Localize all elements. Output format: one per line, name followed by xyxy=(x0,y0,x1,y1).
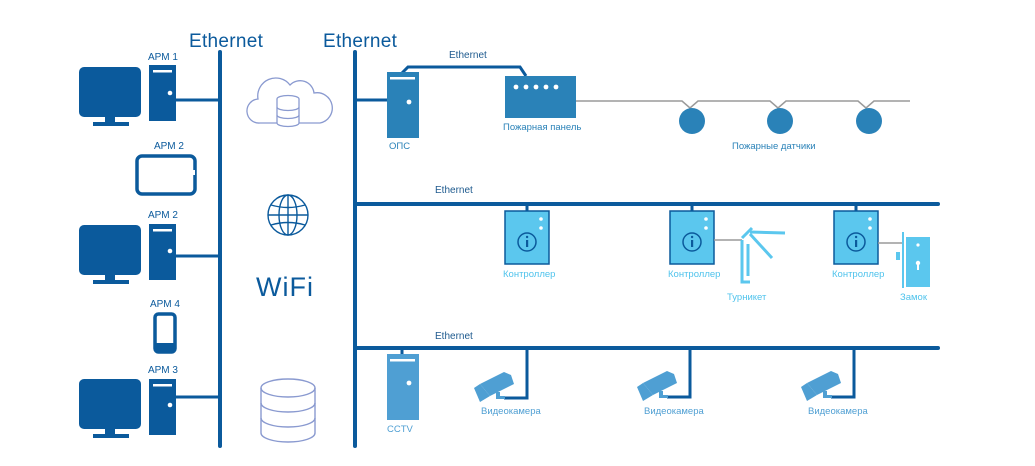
info-icon xyxy=(517,232,537,252)
link-ops-panel xyxy=(400,65,528,77)
controller-icon xyxy=(833,204,879,265)
camera-label: Видеокамера xyxy=(808,406,868,417)
cctv-ethernet-label: Ethernet xyxy=(435,331,473,342)
camera-icon xyxy=(474,372,514,402)
workstation-label: АРМ 2 xyxy=(148,210,178,221)
tablet-icon xyxy=(135,154,197,196)
camera-label: Видеокамера xyxy=(644,406,704,417)
workstation-label: АРМ 3 xyxy=(148,365,178,376)
lock-label: Замок xyxy=(900,292,927,303)
fire-panel-label: Пожарная панель xyxy=(503,122,582,133)
right-backbone-label: Ethernet xyxy=(323,31,398,52)
camera-icon xyxy=(637,371,677,401)
workstation-label: АРМ 2 xyxy=(154,141,184,152)
phone-icon xyxy=(153,312,177,354)
camera-icon xyxy=(801,371,841,401)
fire-panel-icon xyxy=(505,76,576,118)
controller-icon xyxy=(504,204,550,265)
desktop-icon xyxy=(79,379,176,438)
turnstile-icon xyxy=(740,226,786,284)
access-ethernet-label: Ethernet xyxy=(435,185,473,196)
camera-link xyxy=(504,348,856,400)
workstation-label: АРМ 4 xyxy=(150,299,180,310)
ops-server-icon xyxy=(387,72,419,138)
fire-sensor-icon xyxy=(856,108,882,134)
desktop-icon xyxy=(79,224,176,284)
fire-sensor-icon xyxy=(767,108,793,134)
lock-icon xyxy=(896,232,930,288)
cctv-label: CCTV xyxy=(387,424,413,435)
fire-sensor-icon xyxy=(679,108,705,134)
controller-label: Контроллер xyxy=(503,269,556,280)
desktop-icon xyxy=(79,65,176,126)
workstation-label: АРМ 1 xyxy=(148,52,178,63)
ops-label: ОПС xyxy=(389,141,411,152)
cctv-server-icon xyxy=(387,354,419,420)
fire-sensors-label: Пожарные датчики xyxy=(732,141,816,152)
sensor-wire xyxy=(576,100,910,109)
camera-label: Видеокамера xyxy=(481,406,541,417)
controller-icon xyxy=(669,204,715,265)
cloud-database-icon xyxy=(246,77,333,128)
globe-icon xyxy=(267,194,309,236)
turnstile-label: Турникет xyxy=(727,292,767,303)
controller-label: Контроллер xyxy=(832,269,885,280)
wifi-label: WiFi xyxy=(256,272,314,302)
database-icon xyxy=(260,378,316,443)
controller-label: Контроллер xyxy=(668,269,721,280)
left-backbone-label: Ethernet xyxy=(189,31,264,52)
fire-ethernet-label: Ethernet xyxy=(449,50,487,61)
